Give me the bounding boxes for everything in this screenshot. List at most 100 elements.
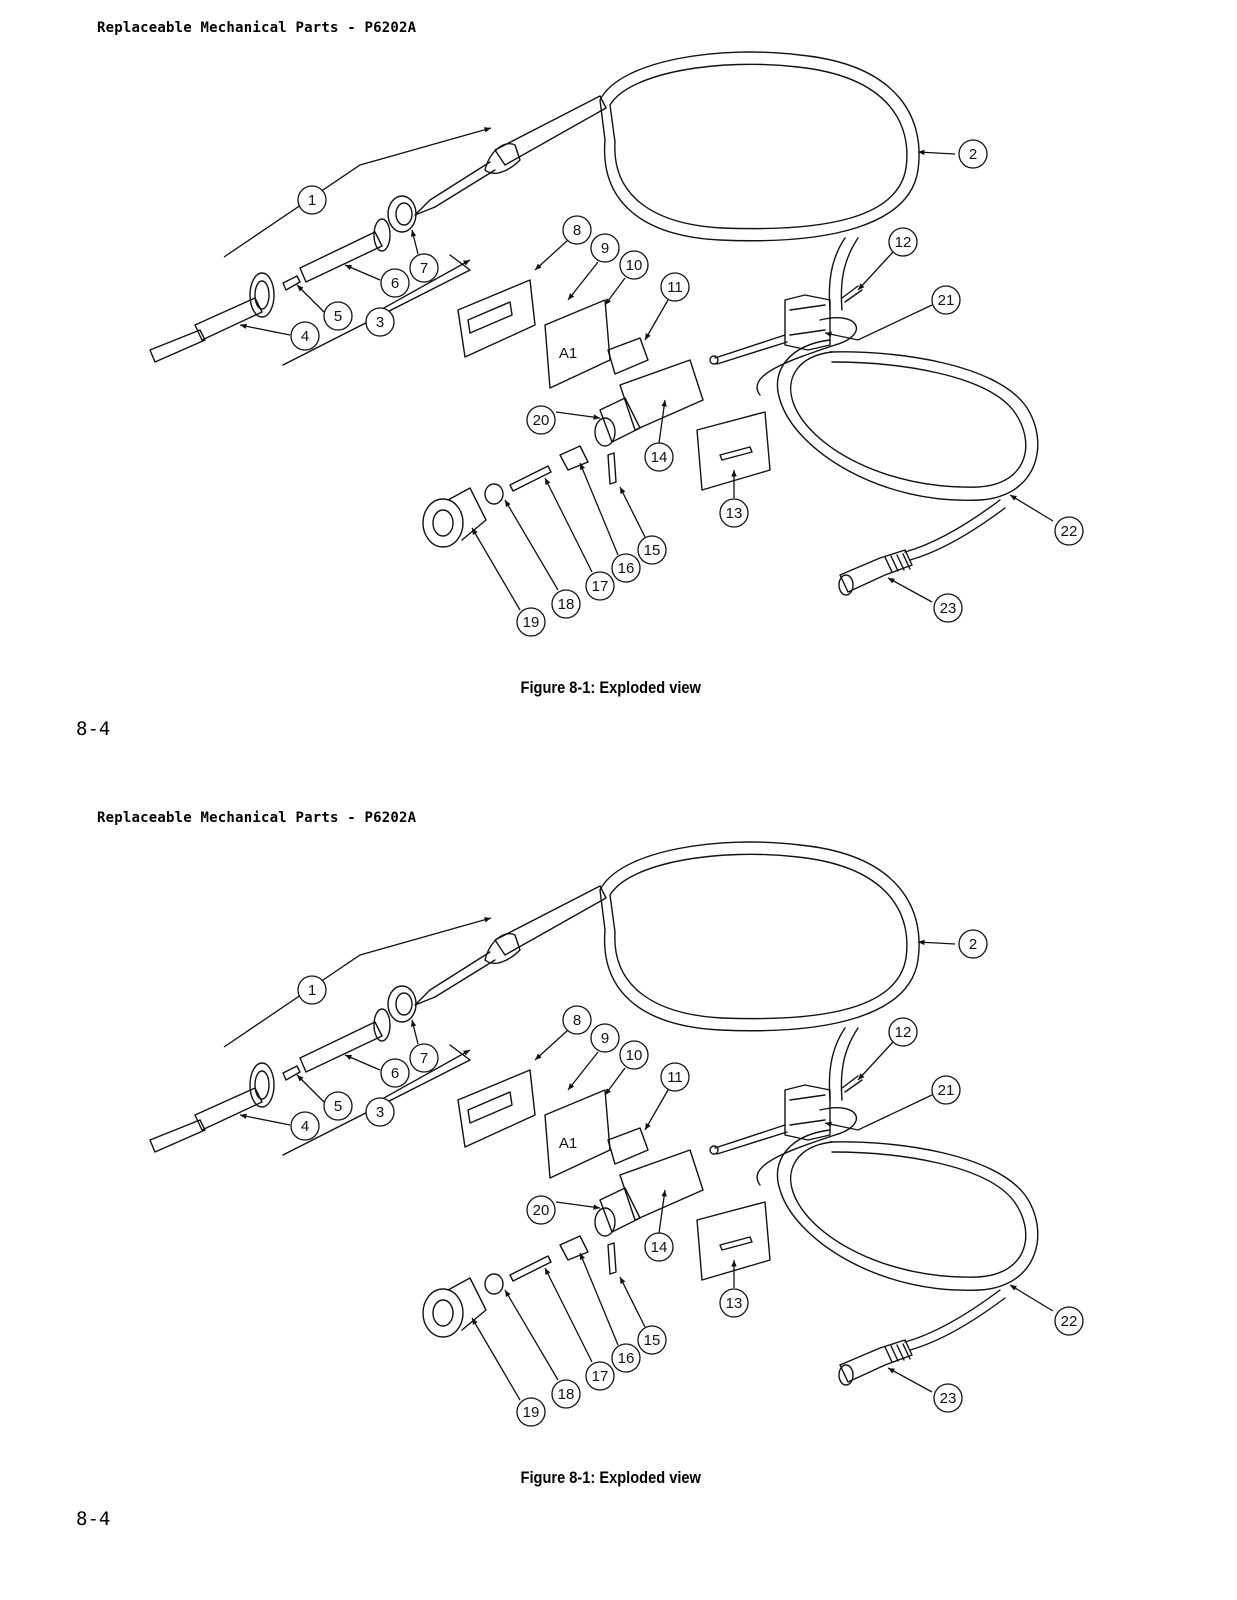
callout-5: 5 — [296, 1074, 353, 1121]
callout-1: 1 — [223, 917, 492, 1048]
callout-14: 14 — [644, 399, 674, 472]
callout-12: 12 — [857, 1017, 918, 1081]
callout-5: 5 — [296, 284, 353, 331]
callout-21: 21 — [824, 1075, 961, 1131]
callout-number: 14 — [651, 1239, 668, 1256]
callout-number: 16 — [618, 1350, 635, 1367]
callout-12: 12 — [857, 227, 918, 291]
callout-1: 1 — [223, 127, 492, 258]
callout-number: 13 — [726, 1295, 743, 1312]
callout-number: 16 — [618, 560, 635, 577]
callout-10: 10 — [604, 1040, 649, 1096]
figure-caption: Figure 8-1: Exploded view — [520, 678, 701, 697]
callout-10: 10 — [604, 250, 649, 306]
callout-17: 17 — [544, 1267, 615, 1391]
callout-22: 22 — [1009, 494, 1084, 546]
callout-number: 15 — [644, 1332, 661, 1349]
callout-19: 19 — [471, 527, 546, 637]
callout-18: 18 — [504, 1289, 581, 1409]
callout-3: 3 — [365, 1049, 471, 1127]
callout-number: 1 — [308, 982, 316, 999]
callout-7: 7 — [409, 229, 439, 283]
callout-7: 7 — [409, 1019, 439, 1073]
callout-number: 5 — [334, 308, 342, 325]
callout-number: 13 — [726, 505, 743, 522]
callout-number: 7 — [420, 1050, 428, 1067]
callout-13: 13 — [719, 1260, 749, 1318]
callout-number: 10 — [626, 257, 643, 274]
callout-20: 20 — [526, 1195, 601, 1225]
figure-caption: Figure 8-1: Exploded view — [520, 1468, 701, 1487]
callout-number: 22 — [1061, 1313, 1078, 1330]
callout-number: 21 — [938, 1082, 955, 1099]
callout-2: 2 — [917, 929, 988, 959]
callout-number: 9 — [601, 1030, 609, 1047]
callout-8: 8 — [534, 1005, 592, 1061]
callout-15: 15 — [619, 1276, 667, 1355]
callout-9: 9 — [567, 233, 620, 301]
callout-23: 23 — [887, 577, 963, 623]
callout-number: 23 — [940, 600, 957, 617]
board-label: A1 — [559, 345, 577, 362]
callout-number: 8 — [573, 1012, 581, 1029]
callout-number: 22 — [1061, 523, 1078, 540]
callout-22: 22 — [1009, 1284, 1084, 1336]
callout-number: 15 — [644, 542, 661, 559]
callout-8: 8 — [534, 215, 592, 271]
callout-number: 5 — [334, 1098, 342, 1115]
page-header: Replaceable Mechanical Parts - P6202A — [97, 20, 417, 36]
callout-number: 8 — [573, 222, 581, 239]
callout-number: 20 — [533, 412, 550, 429]
callout-number: 17 — [592, 1368, 609, 1385]
callout-6: 6 — [344, 264, 410, 298]
board-label: A1 — [559, 1135, 577, 1152]
callout-number: 18 — [558, 596, 575, 613]
page-number: 8-4 — [76, 1508, 111, 1530]
callout-number: 6 — [391, 1065, 399, 1082]
callout-4: 4 — [239, 1111, 320, 1141]
callout-11: 11 — [644, 272, 690, 341]
callout-number: 17 — [592, 578, 609, 595]
callout-number: 9 — [601, 240, 609, 257]
callout-number: 21 — [938, 292, 955, 309]
callout-23: 23 — [887, 1367, 963, 1413]
callout-number: 2 — [969, 146, 977, 163]
callout-number: 11 — [667, 279, 683, 296]
callout-3: 3 — [365, 259, 471, 337]
callout-14: 14 — [644, 1189, 674, 1262]
callout-17: 17 — [544, 477, 615, 601]
callout-13: 13 — [719, 470, 749, 528]
callout-number: 4 — [301, 1118, 309, 1135]
callout-4: 4 — [239, 321, 320, 351]
callout-number: 14 — [651, 449, 668, 466]
callout-15: 15 — [619, 486, 667, 565]
callout-19: 19 — [471, 1317, 546, 1427]
callout-21: 21 — [824, 285, 961, 341]
callout-number: 10 — [626, 1047, 643, 1064]
callout-20: 20 — [526, 405, 601, 435]
callout-2: 2 — [917, 139, 988, 169]
callout-16: 16 — [579, 1252, 641, 1373]
callout-number: 4 — [301, 328, 309, 345]
callout-11: 11 — [644, 1062, 690, 1131]
callout-number: 2 — [969, 936, 977, 953]
page-number: 8-4 — [76, 718, 111, 740]
callout-number: 11 — [667, 1069, 683, 1086]
page-header: Replaceable Mechanical Parts - P6202A — [97, 810, 417, 826]
callout-number: 3 — [376, 1104, 384, 1121]
callout-number: 19 — [523, 614, 540, 631]
callout-9: 9 — [567, 1023, 620, 1091]
callout-16: 16 — [579, 462, 641, 583]
callout-18: 18 — [504, 499, 581, 619]
callout-number: 19 — [523, 1404, 540, 1421]
callout-number: 20 — [533, 1202, 550, 1219]
callout-number: 7 — [420, 260, 428, 277]
callout-number: 1 — [308, 192, 316, 209]
callout-number: 12 — [895, 1024, 912, 1041]
callout-number: 23 — [940, 1390, 957, 1407]
callout-number: 18 — [558, 1386, 575, 1403]
callout-number: 3 — [376, 314, 384, 331]
